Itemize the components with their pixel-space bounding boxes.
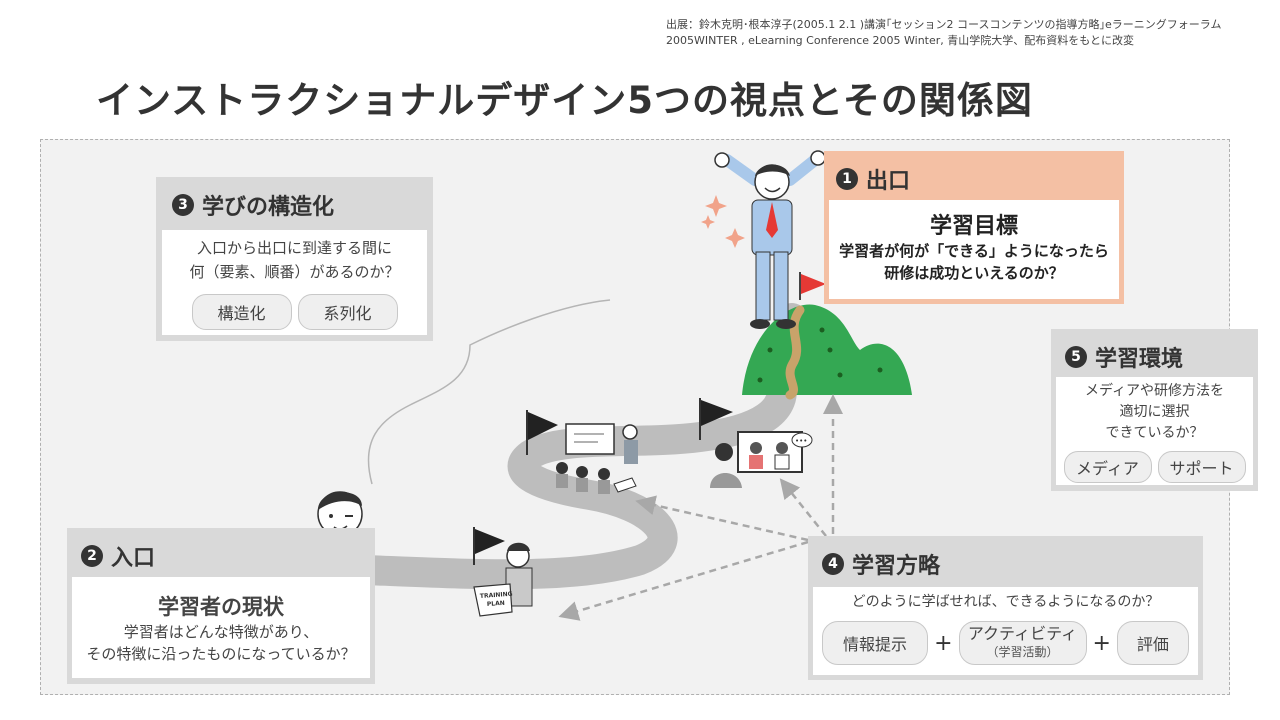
plus-sign: + — [934, 630, 953, 656]
question-line: 学習者が何が「できる」ようになったら — [839, 242, 1109, 260]
number-badge: 2 — [81, 545, 103, 567]
question-line: 研修は成功といえるのか？ — [884, 264, 1064, 282]
tag-structuring: 構造化 — [191, 294, 292, 330]
exit-header: 1 出口 — [836, 163, 910, 195]
tag-activity-label: アクティビティ — [967, 624, 1078, 643]
tag-sequencing: 系列化 — [297, 294, 398, 330]
flag-icon — [473, 527, 505, 565]
environment-box: 5 学習環境 メディアや研修方法を 適切に選択 できているか？ メディア サポー… — [1051, 329, 1258, 491]
entrance-box: 2 入口 学習者の現状 学習者はどんな特徴があり、 その特徴に沿ったものになって… — [67, 528, 375, 684]
plus-sign: + — [1092, 630, 1111, 656]
entrance-content: 学習者の現状 学習者はどんな特徴があり、 その特徴に沿ったものになっているか？ — [72, 577, 370, 678]
page-title: インストラクショナルデザイン5つの視点とその関係図 — [96, 79, 1033, 122]
number-badge: 5 — [1065, 346, 1087, 368]
tag-activity-sub: （学習活動） — [986, 645, 1059, 659]
question-line: 適切に選択 — [1119, 404, 1190, 420]
number-badge: 3 — [172, 194, 194, 216]
flag-icon — [526, 410, 558, 455]
exit-subtitle: 学習目標 — [929, 214, 1018, 239]
strategy-question: どのように学ばせれば、できるようになるのか？ — [851, 594, 1160, 610]
environment-content: メディアや研修方法を 適切に選択 できているか？ メディア サポート — [1056, 377, 1253, 485]
sparkle-icon — [701, 195, 745, 248]
tag-information-presentation: 情報提示 — [822, 621, 929, 665]
source-line-2: 2005WINTER , eLearning Conference 2005 W… — [666, 34, 1135, 47]
exit-content: 学習目標 学習者が何が「できる」ようになったら 研修は成功といえるのか？ — [829, 200, 1119, 299]
dashed-arrow — [558, 394, 843, 621]
strategy-header: 4 学習方略 — [822, 548, 940, 580]
tag-media: メディア — [1063, 451, 1152, 483]
structuring-heading: 学びの構造化 — [202, 195, 335, 220]
question-line: 学習者はどんな特徴があり、 — [123, 623, 319, 641]
question-line: できているか？ — [1105, 425, 1204, 441]
structuring-header: 3 学びの構造化 — [172, 189, 334, 221]
tag-support: サポート — [1157, 451, 1246, 483]
tag-activity: アクティビティ （学習活動） — [958, 621, 1087, 665]
strategy-box: 4 学習方略 どのように学ばせれば、できるようになるのか？ 情報提示 + アクテ… — [808, 536, 1203, 680]
training-plan-reader-icon: TRAINING PLAN — [473, 542, 533, 617]
entrance-header: 2 入口 — [81, 540, 155, 572]
question-line: 何（要素、順番）があるのか？ — [189, 263, 400, 281]
strategy-heading: 学習方略 — [852, 554, 941, 579]
structuring-box: 3 学びの構造化 入口から出口に到達する間に 何（要素、順番）があるのか？ 構造… — [156, 177, 433, 341]
red-flag-icon — [799, 272, 826, 300]
environment-header: 5 学習環境 — [1065, 341, 1183, 373]
number-badge: 1 — [836, 168, 858, 190]
learning-road — [285, 303, 807, 590]
structuring-question: 入口から出口に到達する間に 何（要素、順番）があるのか？ — [162, 236, 427, 284]
question-line: その特徴に沿ったものになっているか？ — [86, 645, 356, 663]
source-line-1: 出展：鈴木克明･根本淳子(2005.1 2.1 )講演｢セッション2 コースコン… — [666, 18, 1222, 31]
flag-icon — [699, 398, 733, 440]
structuring-content: 入口から出口に到達する間に 何（要素、順番）があるのか？ 構造化 系列化 — [162, 230, 427, 335]
exit-question: 学習者が何が「できる」ようになったら 研修は成功といえるのか？ — [829, 240, 1119, 284]
training-plan-label: PLAN — [487, 600, 505, 608]
strategy-content: どのように学ばせれば、できるようになるのか？ 情報提示 + アクティビティ （学… — [813, 587, 1198, 675]
entrance-question: 学習者はどんな特徴があり、 その特徴に沿ったものになっているか？ — [72, 621, 370, 665]
exit-box: 1 出口 学習目標 学習者が何が「できる」ようになったら 研修は成功といえるのか… — [824, 151, 1124, 304]
entrance-heading: 入口 — [111, 546, 156, 571]
tag-evaluation: 評価 — [1116, 621, 1189, 665]
question-line: 入口から出口に到達する間に — [196, 239, 392, 257]
celebrating-man-icon — [714, 150, 826, 329]
source-citation: 出展：鈴木克明･根本淳子(2005.1 2.1 )講演｢セッション2 コースコン… — [666, 17, 1266, 49]
callout-curve — [367, 299, 611, 485]
speech-dots: ••• — [795, 437, 807, 445]
classroom-lecture-icon — [556, 423, 638, 494]
environment-heading: 学習環境 — [1095, 347, 1184, 372]
environment-question: メディアや研修方法を 適切に選択 できているか？ — [1056, 381, 1253, 444]
entrance-subtitle: 学習者の現状 — [158, 595, 284, 619]
number-badge: 4 — [822, 553, 844, 575]
training-plan-label: TRAINING — [480, 591, 513, 600]
question-line: メディアや研修方法を — [1084, 383, 1225, 399]
online-meeting-icon: ••• — [710, 431, 813, 488]
exit-heading: 出口 — [866, 169, 911, 194]
